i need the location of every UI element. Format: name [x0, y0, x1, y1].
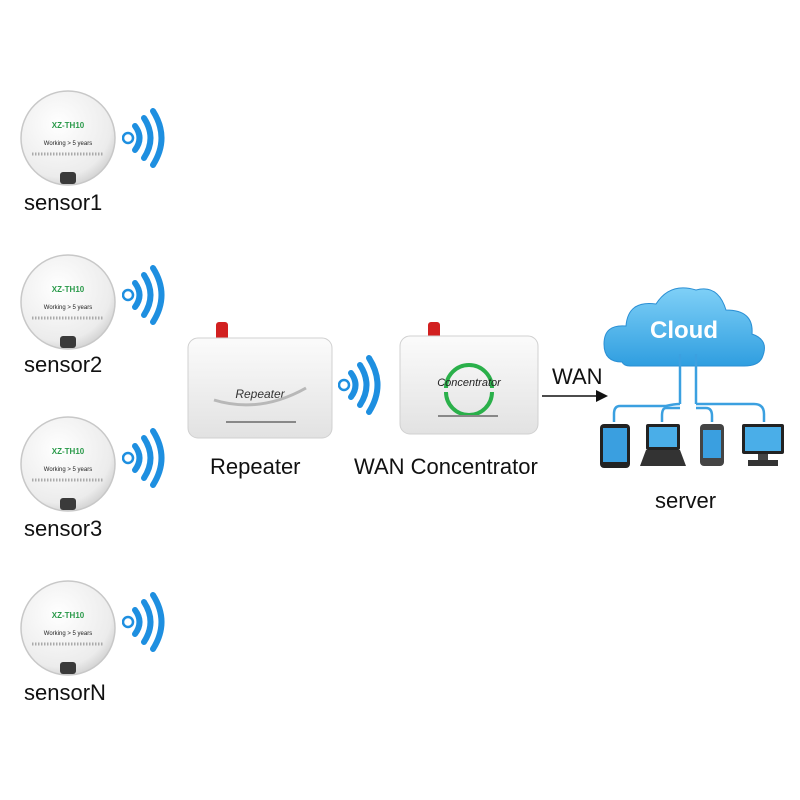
- cloud-label: Cloud: [650, 317, 718, 344]
- sensor-working-text: Working > 5 years: [44, 141, 92, 147]
- cloud-icon: Cloud: [603, 287, 765, 367]
- sensor-working-text: Working > 5 years: [44, 305, 92, 311]
- wifi-signal-icon: [122, 108, 168, 168]
- desktop-monitor-icon: [742, 424, 784, 466]
- sensor-model-text: XZ-TH10: [52, 611, 85, 620]
- concentrator-device-icon: Concentrator: [399, 322, 539, 435]
- tablet-icon: [600, 424, 630, 468]
- wan-arrow-icon: [542, 390, 608, 402]
- sensor-model-text: XZ-TH10: [52, 447, 85, 456]
- sensor-label: sensor1: [24, 190, 103, 215]
- sensor-working-text: Working > 5 years: [44, 631, 92, 637]
- repeater-label: Repeater: [210, 454, 301, 479]
- server-label: server: [655, 488, 717, 513]
- wifi-signal-icon: [122, 265, 168, 325]
- laptop-icon: [640, 424, 686, 466]
- sensor-label: sensor3: [24, 516, 103, 541]
- sensor-device-icon: XZ-TH10 Working > 5 years: [20, 416, 116, 512]
- wifi-signal-icon: [338, 355, 384, 415]
- wan-label: WAN: [552, 364, 603, 389]
- sensor-device-icon: XZ-TH10 Working > 5 years: [20, 90, 116, 186]
- wifi-signal-icon: [122, 428, 168, 488]
- sensor-model-text: XZ-TH10: [52, 285, 85, 294]
- repeater-device-text: Repeater: [235, 387, 285, 401]
- sensor-model-text: XZ-TH10: [52, 121, 85, 130]
- concentrator-device-text: Concentrator: [437, 377, 502, 389]
- repeater-device-icon: Repeater: [187, 322, 333, 439]
- cloud-server-network: Cloud: [600, 287, 784, 468]
- sensor-device-icon: XZ-TH10 Working > 5 years: [20, 254, 116, 350]
- wifi-signal-icon: [122, 592, 168, 652]
- sensor-working-text: Working > 5 years: [44, 467, 92, 473]
- phone-icon: [700, 424, 724, 466]
- concentrator-label: WAN Concentrator: [354, 454, 538, 479]
- sensor-device-icon: XZ-TH10 Working > 5 years: [20, 580, 116, 676]
- sensor-label: sensor2: [24, 352, 103, 377]
- sensor-label: sensorN: [24, 680, 106, 705]
